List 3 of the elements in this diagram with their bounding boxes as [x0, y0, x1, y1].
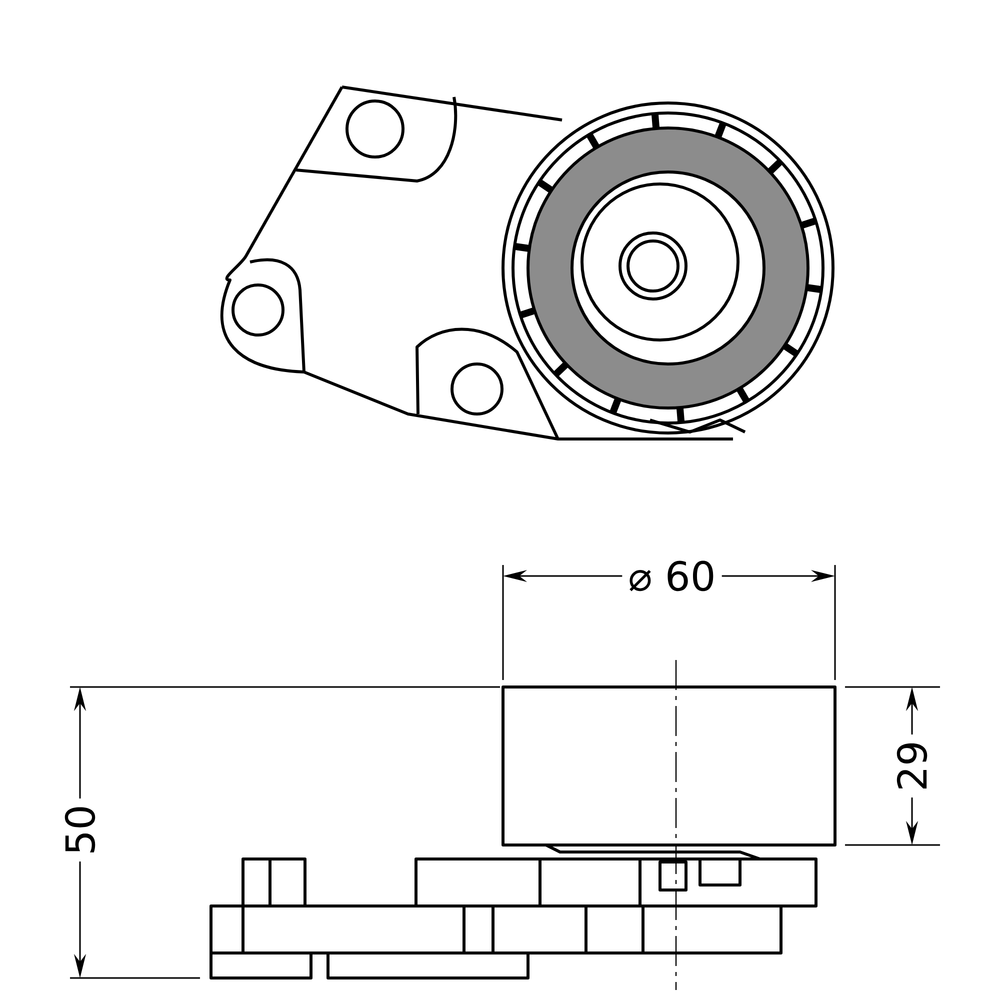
dimension-label: 29 [890, 734, 934, 798]
dimension-label: ⌀ 60 [622, 554, 722, 598]
dimension-label: 50 [58, 798, 102, 862]
